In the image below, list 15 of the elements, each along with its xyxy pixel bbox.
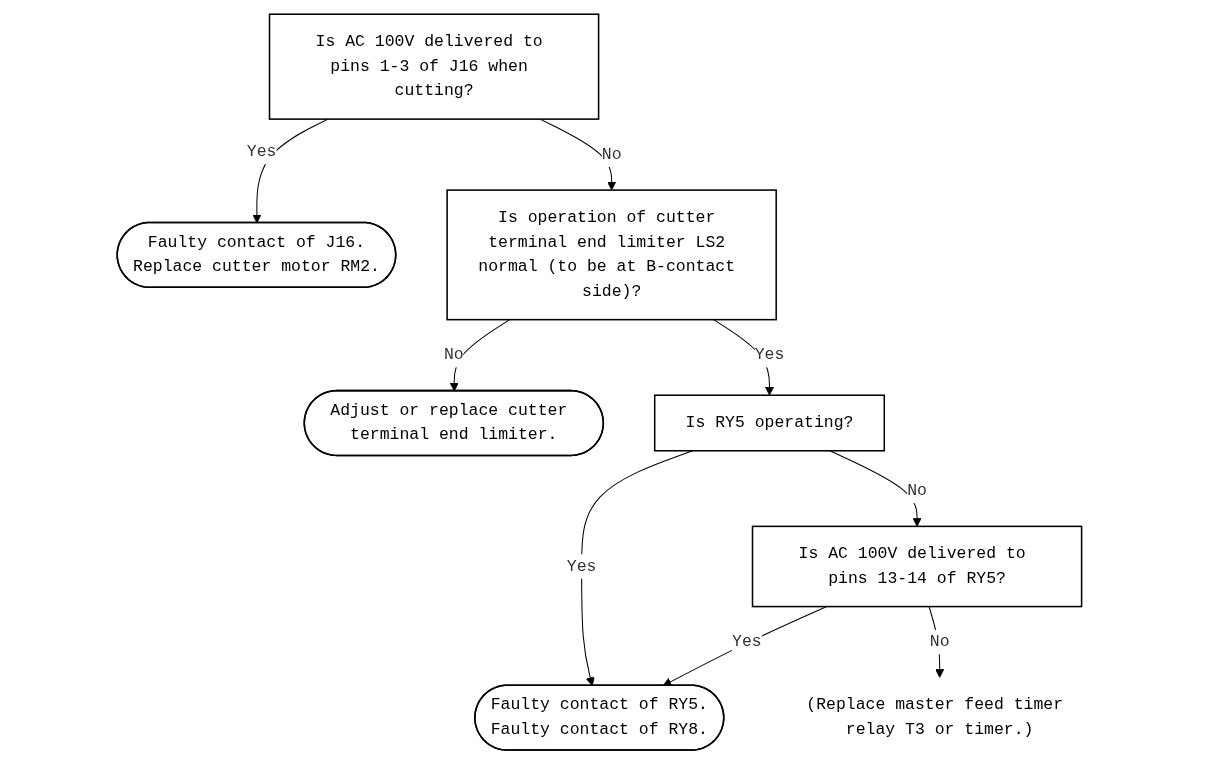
node-text: (Replace master feed timer relay T3 or timer.) [806,696,1063,740]
edge-label: Yes [731,632,762,652]
node-box: Is AC 100V delivered to pins 1-3 of J16 when cutting? [268,13,600,120]
edge-label: No [906,481,927,501]
node-box: Is AC 100V delivered to pins 13-14 of RY5? [751,525,1083,608]
edge-label: Yes [754,345,785,365]
edge-label: No [601,145,622,164]
arrow [662,606,828,687]
arrow [829,450,922,527]
node-box: Is RY5 operating? [653,394,885,452]
edge-label: No [443,345,464,365]
edge-label: Yes [566,557,597,576]
edge-label: No [929,632,950,652]
edge-label: Yes [246,142,277,162]
node-box: Is operation of cutter terminal end limiter LS2 normal (to be at B-contact side)? [446,189,777,321]
